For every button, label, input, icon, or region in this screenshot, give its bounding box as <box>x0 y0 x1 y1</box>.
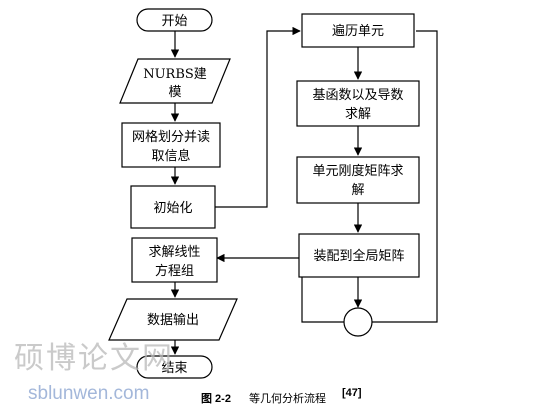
watermark: 硕博论文网 sblunwen.com <box>14 341 174 404</box>
node-element-stiffness: 单元刚度矩阵求 解 <box>296 156 420 204</box>
figure-caption: 图 2-2 等几何分析流程 [47] <box>201 387 362 405</box>
node-mesh-label-line2: 取信息 <box>151 148 190 164</box>
node-data-output: 数据输出 <box>108 298 238 341</box>
node-solve-label-line1: 求解线性 <box>148 245 200 260</box>
node-basis-label-line1: 基函数以及导数 <box>312 88 403 103</box>
node-nurbs-modeling: NURBS建 模 <box>119 58 231 104</box>
node-start-label: 开始 <box>161 14 187 29</box>
caption-reference: [47] <box>342 387 362 399</box>
node-nurbs-label-line2: 模 <box>168 85 181 100</box>
node-init-label: 初始化 <box>153 201 192 216</box>
node-traverse-label: 遍历单元 <box>332 23 384 39</box>
loop-back-line <box>372 30 438 323</box>
node-end: 结束 <box>136 355 213 379</box>
arrow-init-to-traverse <box>215 26 301 208</box>
watermark-chinese-text: 硕博论文网 <box>14 341 174 376</box>
node-mesh-partition: 网格划分并读 取信息 <box>121 122 221 168</box>
caption-text: 等几何分析流程 <box>249 391 326 405</box>
node-basis-label-line2: 求解 <box>345 107 371 122</box>
node-nurbs-label-line1: NURBS建 <box>143 67 207 82</box>
node-mesh-label-line1: 网格划分并读 <box>132 129 210 145</box>
node-initialize: 初始化 <box>130 185 216 229</box>
node-solve-linear-system: 求解线性 方程组 <box>131 237 218 283</box>
node-assemble-global: 装配到全局矩阵 <box>298 233 420 278</box>
watermark-url-text: sblunwen.com <box>28 383 149 404</box>
connector-lines <box>170 26 438 355</box>
node-start: 开始 <box>136 8 213 32</box>
arrow-junction-to-solve <box>216 253 344 323</box>
node-junction-circle <box>343 307 373 337</box>
node-traverse-elements: 遍历单元 <box>301 13 415 48</box>
node-basis-functions: 基函数以及导数 求解 <box>296 80 420 127</box>
caption-number: 图 2-2 <box>201 392 231 405</box>
node-end-label: 结束 <box>161 361 187 376</box>
node-solve-label-line2: 方程组 <box>155 263 194 279</box>
node-stiffness-label-line1: 单元刚度矩阵求 <box>312 163 403 179</box>
node-stiffness-label-line2: 解 <box>351 183 364 198</box>
node-assemble-label: 装配到全局矩阵 <box>313 248 404 264</box>
node-output-label: 数据输出 <box>147 312 199 328</box>
